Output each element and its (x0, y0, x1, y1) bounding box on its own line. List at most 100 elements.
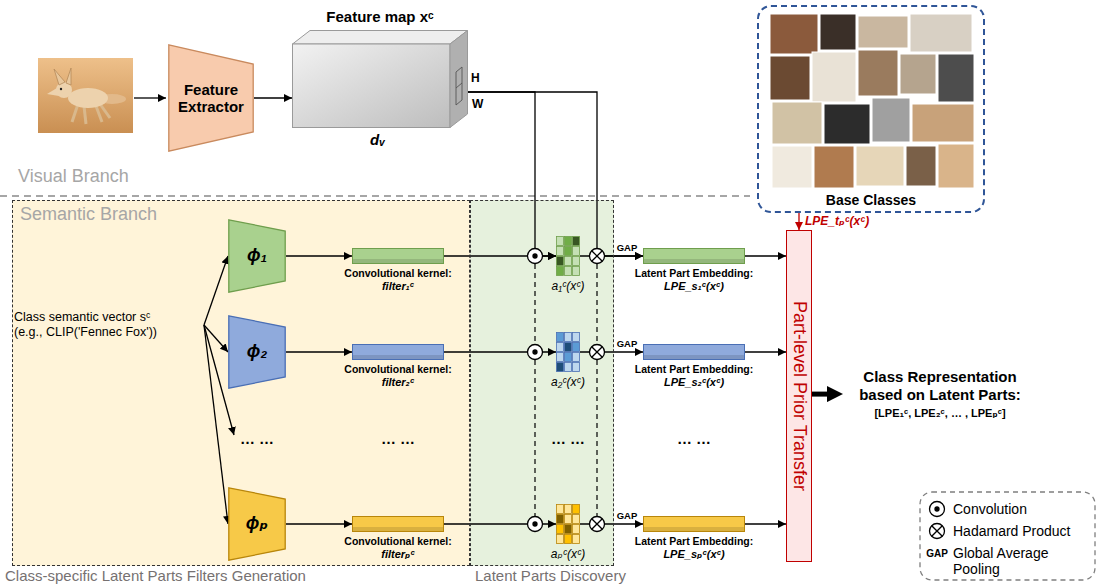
hadamard-symbol-part (932, 526, 943, 537)
attention-cell (565, 267, 572, 276)
base-class-photos-part (814, 146, 854, 188)
base-class-photos-part (772, 102, 822, 144)
attention-cell (565, 363, 572, 372)
attention-cell (565, 353, 572, 362)
attention-cell (573, 525, 580, 534)
latent-part-embedding: Latent Part Embedding:LPE_sₚᶜ(xᶜ) (631, 516, 758, 561)
convolution-symbol-part (930, 502, 945, 517)
class-semantic-vector: Class semantic vector sᶜ(e.g., CLIP('Fen… (14, 310, 200, 340)
attention-map: a₂ᶜ(xᶜ) (547, 332, 589, 389)
base-class-photos-part (770, 14, 818, 54)
feature-map-cube-part (450, 31, 468, 128)
latent-part-embedding: Latent Part Embedding:LPE_s₁ᶜ(xᶜ) (631, 248, 758, 293)
node-text: filterₚᶜ (340, 548, 456, 561)
legend-entry: Global Average Pooling (953, 545, 1083, 577)
mapping-network: ϕ₁ (228, 219, 286, 293)
diagram-label: … … (381, 430, 415, 448)
connector (204, 325, 228, 524)
diagram-label: … … (677, 430, 711, 448)
input-arrow (134, 98, 166, 99)
embedding-bar (352, 248, 444, 264)
diagram-label: H (471, 71, 480, 85)
dashed-column (535, 264, 597, 516)
node-text: Class-specific Latent Parts Filters Gene… (5, 568, 461, 583)
node-text: Base Classes (826, 192, 916, 209)
convolution-symbol-part (533, 522, 537, 526)
attention-cell (557, 237, 564, 246)
hadamard-symbol-part (592, 519, 603, 530)
input-arrow-part (134, 97, 166, 98)
diagram-label: dᵥ (370, 131, 385, 149)
node-text: a₁ᶜ(xᶜ) (547, 279, 589, 293)
legend-frame-part (920, 492, 1095, 580)
base-class-photos-part (824, 104, 870, 144)
input-photo-part (66, 68, 71, 85)
hadamard-symbol-part (590, 249, 605, 264)
attention-cell (557, 515, 564, 524)
attention-cell (573, 505, 580, 514)
hadamard-symbol-part (592, 519, 603, 530)
input-photo-part (68, 88, 108, 108)
attention-cell (557, 257, 564, 266)
attention-cell (565, 343, 572, 352)
base-class-photos-part (900, 54, 936, 94)
node-text: Feature Extractor (174, 81, 248, 116)
feature-map-cube-part (456, 67, 462, 105)
node-text: Latent Part Embedding: (631, 535, 758, 548)
input-photo-part (96, 106, 102, 122)
node-text: Convolutional kernel: (340, 267, 456, 280)
connector (468, 92, 556, 256)
mapping-network: ϕ₂ (228, 315, 286, 389)
region-fill (12, 200, 614, 566)
hadamard-symbol-part (592, 251, 603, 262)
attention-cell (565, 237, 572, 246)
attention-cell (573, 247, 580, 256)
hadamard-symbol-part (932, 526, 943, 537)
base-class-photos-part (770, 56, 810, 100)
latent-parts-discovery-region: Latent Parts Discoverya₁ᶜ(xᶜ)a₂ᶜ(xᶜ)aₚᶜ(… (470, 200, 614, 566)
connector (204, 256, 228, 325)
node-text: filter₁ᶜ (340, 280, 456, 293)
diagram-label: W (472, 97, 483, 111)
filter-kernel: Convolutional kernel:filterₚᶜ (340, 516, 456, 561)
attention-cell (573, 343, 580, 352)
diagram-label: GAP (926, 548, 948, 560)
convolution-symbol-part (533, 254, 537, 258)
node-text: Class semantic vector sᶜ (14, 310, 200, 325)
embedding-bar (352, 516, 444, 532)
attention-cell (565, 247, 572, 256)
feature-map-cube (292, 30, 468, 128)
attention-cell (573, 353, 580, 362)
convolution-symbol-part (935, 507, 939, 511)
hadamard-symbol-part (590, 345, 605, 360)
attention-grid (556, 504, 580, 544)
input-photo-part (84, 106, 86, 124)
trapezoid-outline (229, 316, 285, 388)
attention-cell (557, 267, 564, 276)
attention-cell (565, 515, 572, 524)
attention-cell (557, 247, 564, 256)
attention-map: a₁ᶜ(xᶜ) (547, 236, 589, 293)
connector (812, 392, 827, 397)
input-photo-part (54, 69, 65, 85)
filter-kernel: Convolutional kernel:filter₁ᶜ (340, 248, 456, 293)
feature-map: Feature map xᶜ (292, 8, 468, 128)
input-photo (38, 58, 133, 133)
semantic-branch-region: Class-specific Latent Parts Filters Gene… (12, 200, 470, 566)
attention-cell (573, 237, 580, 246)
feature-map-cube-part (293, 44, 451, 128)
attention-cell (557, 363, 564, 372)
embedding-bar (643, 344, 745, 360)
edge-label: GAP (617, 242, 638, 253)
base-class-photos-part (856, 146, 904, 186)
convolution-symbol-part (528, 345, 543, 360)
dashed-column-part (534, 360, 535, 516)
connector (286, 351, 352, 352)
diagram-label: … … (240, 430, 274, 448)
trapezoid-outline (229, 220, 285, 292)
attention-cell (557, 343, 564, 352)
dashed-column-part (534, 264, 535, 344)
